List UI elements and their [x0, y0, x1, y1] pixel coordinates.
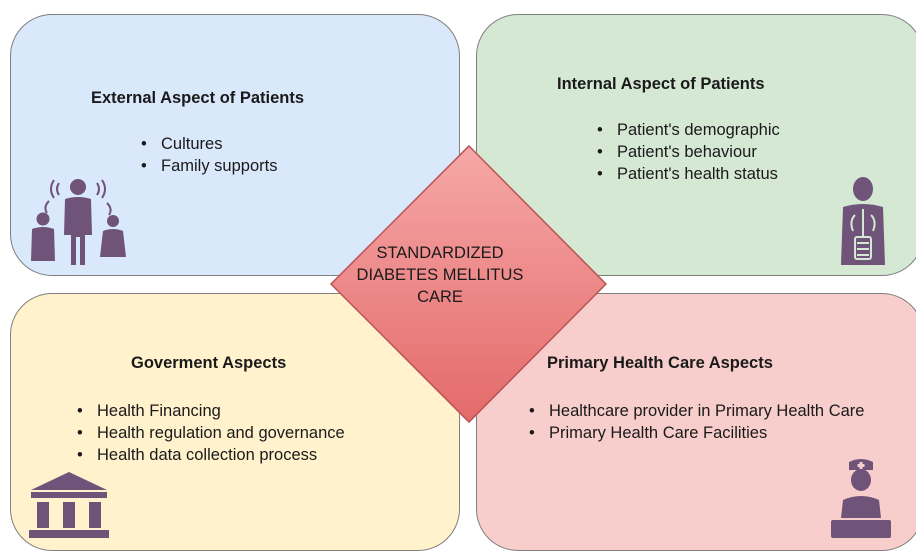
list-item: Health regulation and governance [75, 422, 345, 444]
primary-health-care-list: Healthcare provider in Primary Health Ca… [527, 400, 916, 444]
primary-health-care-title: Primary Health Care Aspects [547, 354, 773, 372]
list-item: Healthcare provider in Primary Health Ca… [527, 400, 916, 422]
government-aspect-list: Health Financing Health regulation and g… [75, 400, 345, 466]
list-item: Patient's demographic [595, 119, 780, 141]
list-item: Health data collection process [75, 444, 345, 466]
external-aspect-list: Cultures Family supports [139, 133, 277, 177]
center-label-line: DIABETES MELLITUS [356, 266, 524, 284]
quadrant-government-aspect: Goverment Aspects Health Financing Healt… [10, 293, 460, 551]
internal-aspect-list: Patient's demographic Patient's behaviou… [595, 119, 780, 185]
government-building-icon [29, 472, 109, 538]
center-label: STANDARDIZED DIABETES MELLITUS CARE [340, 242, 540, 308]
list-item: Patient's behaviour [595, 141, 780, 163]
external-aspect-title: External Aspect of Patients [91, 89, 305, 107]
body-anatomy-icon [841, 177, 885, 265]
internal-aspect-title: Internal Aspect of Patients [557, 75, 765, 93]
quadrant-primary-health-care-aspect: Primary Health Care Aspects Healthcare p… [476, 293, 916, 551]
center-label-line: CARE [417, 288, 463, 306]
list-item: Health Financing [75, 400, 345, 422]
family-icon [31, 179, 126, 265]
list-item: Patient's health status [595, 163, 780, 185]
nurse-icon [831, 459, 891, 538]
quadrant-external-aspect: External Aspect of Patients Cultures Fam… [10, 14, 460, 276]
quadrant-internal-aspect: Internal Aspect of Patients Patient's de… [476, 14, 916, 276]
list-item: Family supports [139, 155, 277, 177]
center-label-line: STANDARDIZED [376, 244, 504, 262]
list-item: Primary Health Care Facilities [527, 422, 916, 444]
list-item: Cultures [139, 133, 277, 155]
government-aspect-title: Goverment Aspects [131, 354, 287, 372]
